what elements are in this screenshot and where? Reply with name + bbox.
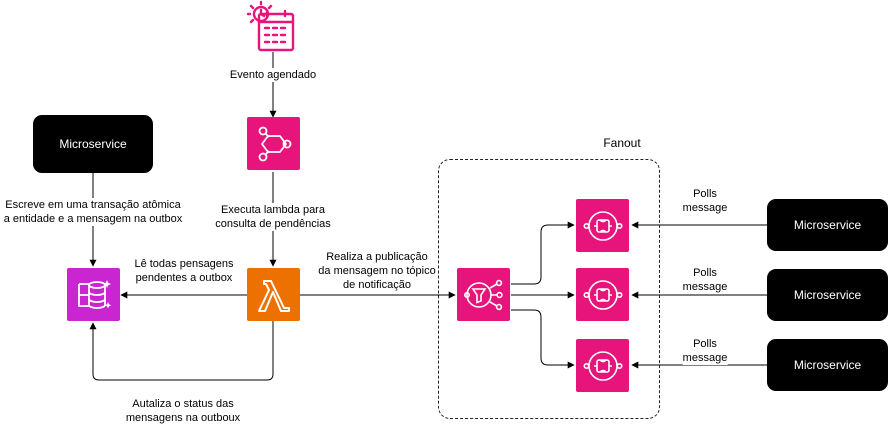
database-icon [67,268,120,321]
label-publish: Realiza a publicação da mensagem no tópi… [318,250,436,292]
fanout-title: Fanout [603,136,641,150]
microservice-producer: Microservice [33,115,153,173]
microservice-consumer-2: Microservice [767,269,888,321]
microservice-consumer-1: Microservice [767,199,888,251]
label-polls-2: Polls message [682,266,728,294]
lambda-icon [247,268,300,321]
label-write-transaction: Escreve em uma transação atômica a entid… [3,198,183,226]
label-update-status: Autaliza o status das mensagens na outbo… [125,397,241,425]
sqs-queue-icon [576,339,629,392]
label-scheduled-event: Evento agendado [229,68,317,82]
edge-sns-to-queue-1 [511,221,575,285]
label-execute-lambda: Executa lambda para consulta de pendênci… [215,203,331,231]
fanout-group [438,159,660,419]
eventbridge-icon [247,117,300,170]
label-polls-1: Polls message [682,187,728,215]
calendar-clock-icon [245,0,301,52]
sns-topic-icon [457,268,510,321]
edge-sns-to-queue-3 [511,309,575,369]
label-polls-3: Polls message [682,337,728,365]
edge-lambda-status-loop [89,321,274,381]
label-read-pending: Lê todas pensagens pendentes a outbox [134,257,234,285]
sqs-queue-icon [576,199,629,252]
microservice-consumer-3: Microservice [767,339,888,391]
sqs-queue-icon [576,268,629,321]
